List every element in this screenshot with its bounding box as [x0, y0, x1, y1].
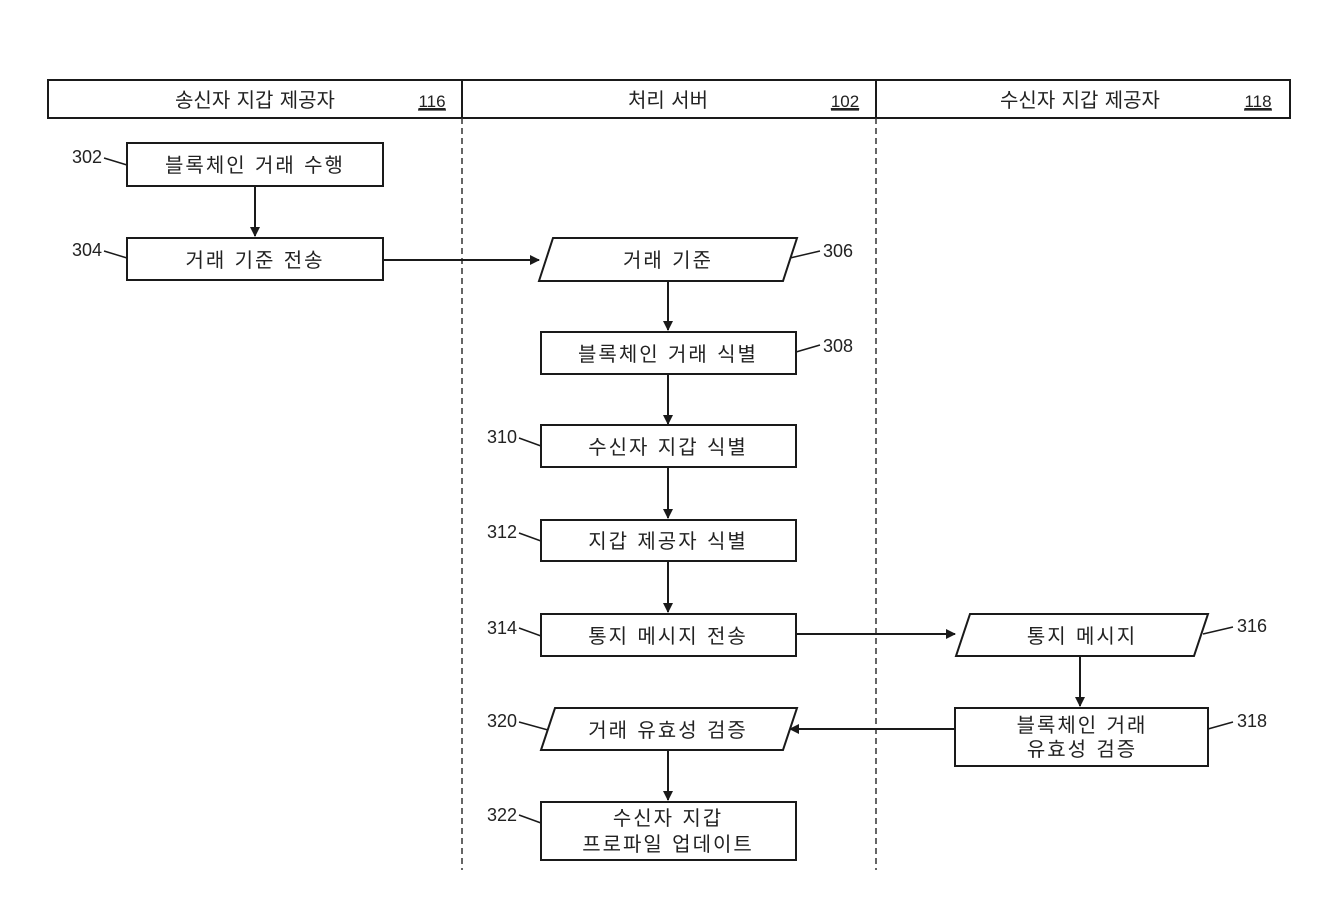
- ref-leader: [789, 250, 821, 259]
- step-label: 거래 기준 전송: [185, 248, 324, 272]
- lane-title-sender-wallet-provider: 송신자 지갑 제공자: [175, 88, 335, 112]
- process-box: [126, 237, 384, 281]
- data-parallelogram: [954, 613, 1210, 657]
- ref-label-316: 316: [1237, 616, 1267, 636]
- step-label: 지갑 제공자 식별: [588, 529, 748, 553]
- lane-header: 송신자 지갑 제공자 116 처리 서버 102 수신자 지갑 제공자 118: [47, 79, 1291, 119]
- step-label-line-2: 프로파일 업데이트: [582, 832, 754, 856]
- lane-title-recipient-wallet-provider: 수신자 지갑 제공자: [1000, 88, 1160, 112]
- ref-leader: [795, 344, 821, 353]
- data-parallelogram: [539, 707, 799, 751]
- step-322: 수신자 지갑 프로파일 업데이트 322: [487, 801, 797, 861]
- step-314: 통지 메시지 전송 314: [487, 613, 797, 657]
- ref-label-322: 322: [487, 805, 517, 825]
- step-316: 통지 메시지 316: [954, 613, 1267, 657]
- ref-label-304: 304: [72, 240, 102, 260]
- step-label-line-2: 유효성 검증: [1027, 737, 1137, 761]
- process-box: [540, 519, 797, 562]
- step-320: 거래 유효성 검증 320: [487, 707, 799, 751]
- step-label: 블록체인 거래 수행: [165, 153, 345, 177]
- step-304: 거래 기준 전송 304: [72, 237, 384, 281]
- step-label-line-1: 수신자 지갑: [613, 806, 723, 830]
- step-310: 수신자 지갑 식별 310: [487, 424, 797, 468]
- step-302: 블록체인 거래 수행 302: [72, 142, 384, 187]
- ref-label-302: 302: [72, 147, 102, 167]
- ref-leader: [1202, 626, 1234, 635]
- step-label: 거래 기준: [623, 248, 713, 272]
- ref-leader: [518, 437, 542, 447]
- ref-leader: [518, 532, 542, 542]
- step-label: 통지 메시지 전송: [588, 624, 748, 648]
- data-parallelogram: [537, 237, 799, 282]
- process-box: [954, 707, 1209, 767]
- ref-label-306: 306: [823, 241, 853, 261]
- ref-label-318: 318: [1237, 711, 1267, 731]
- step-306: 거래 기준 306: [537, 237, 853, 282]
- step-label: 수신자 지갑 식별: [588, 435, 748, 459]
- step-label: 거래 유효성 검증: [588, 718, 748, 742]
- ref-label-320: 320: [487, 711, 517, 731]
- ref-label-308: 308: [823, 336, 853, 356]
- step-label: 블록체인 거래 식별: [578, 342, 758, 366]
- ref-label-314: 314: [487, 618, 517, 638]
- ref-leader: [518, 627, 542, 637]
- ref-leader: [518, 814, 542, 824]
- lane-ref-recipient-wallet-provider: 118: [1244, 92, 1271, 111]
- ref-leader: [518, 721, 549, 731]
- lane-ref-processing-server: 102: [831, 92, 859, 111]
- process-box: [540, 331, 797, 375]
- step-312: 지갑 제공자 식별 312: [487, 519, 797, 562]
- connectors: [250, 186, 1085, 801]
- process-box: [540, 801, 797, 861]
- step-label: 통지 메시지: [1027, 624, 1137, 648]
- step-318: 블록체인 거래 유효성 검증 318: [954, 707, 1267, 767]
- ref-leader: [103, 250, 128, 259]
- ref-leader: [1207, 721, 1234, 730]
- ref-leader: [103, 157, 128, 166]
- lane-title-processing-server: 처리 서버: [628, 88, 708, 112]
- step-label-line-1: 블록체인 거래: [1017, 713, 1148, 737]
- process-box: [540, 613, 797, 657]
- step-308: 블록체인 거래 식별 308: [540, 331, 853, 375]
- ref-label-312: 312: [487, 522, 517, 542]
- lane-ref-sender-wallet-provider: 116: [418, 92, 445, 111]
- ref-label-310: 310: [487, 427, 517, 447]
- lane-header-frame: [47, 79, 1291, 119]
